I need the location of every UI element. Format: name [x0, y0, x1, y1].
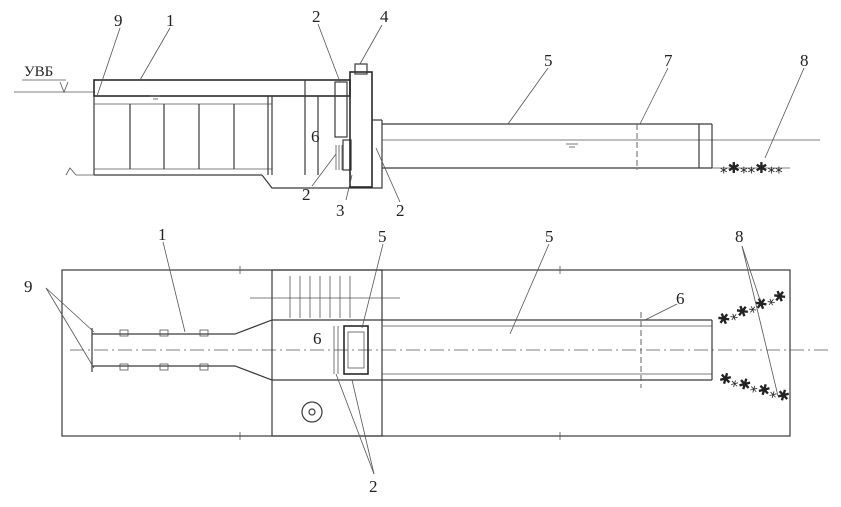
- callout-8: 8: [735, 227, 744, 246]
- gate-chamber-5: [343, 325, 369, 375]
- callout-9: 9: [114, 11, 123, 30]
- callout-1: 1: [166, 11, 175, 30]
- callout-2: 2: [396, 201, 405, 220]
- channel-piers: [119, 329, 209, 371]
- intake-deck: [93, 79, 351, 97]
- grate-6: [335, 145, 343, 170]
- callout-6: 6: [311, 127, 320, 146]
- callout-3: 3: [336, 201, 345, 220]
- callout-2: 2: [302, 185, 311, 204]
- grate-plan-6: [333, 326, 339, 374]
- callout-5: 5: [544, 51, 553, 70]
- gate-slot: [334, 81, 348, 138]
- water-level-arrow-icon: [59, 81, 69, 94]
- callout-2: 2: [312, 7, 321, 26]
- callout-1: 1: [158, 225, 167, 244]
- callout-5: 5: [545, 227, 554, 246]
- plan-outline: [61, 269, 791, 437]
- callout-8: 8: [800, 51, 809, 70]
- riprap-lower-icon: ✱⁎✱⁎✱⁎✱: [717, 369, 792, 406]
- side-view: УВБ: [14, 7, 820, 220]
- callout-5: 5: [378, 227, 387, 246]
- callout-4: 4: [380, 7, 389, 26]
- gate-guides-plan: [289, 276, 351, 318]
- gate-hoist-4: [354, 63, 368, 75]
- channel-bottom-wall: [92, 365, 382, 381]
- intake-bottom-step: [261, 174, 383, 189]
- callout-7: 7: [664, 51, 673, 70]
- callout-6: 6: [313, 329, 322, 348]
- riprap-8-icon: ⁎✱⁎⁎✱⁎⁎: [720, 159, 783, 177]
- riprap-upper-icon: ✱⁎✱⁎✱⁎✱: [715, 286, 789, 330]
- callout-9: 9: [24, 277, 33, 296]
- intake-piers: [129, 96, 273, 175]
- channel-top-wall: [92, 319, 382, 335]
- ground-upstream: [65, 167, 94, 176]
- gate-hoist-frame: [349, 71, 373, 188]
- gate-structure-plan: [271, 269, 383, 437]
- outline-ticks: [239, 266, 561, 440]
- plan-view: ✱⁎✱⁎✱⁎✱ ✱⁎✱⁎✱⁎✱ 1 9 5 5 6 8 6 2: [24, 225, 830, 496]
- water-level-label: УВБ: [24, 64, 53, 80]
- gate-leaf: [342, 139, 352, 171]
- shaft-circle: [301, 401, 323, 423]
- callout-2: 2: [369, 477, 378, 496]
- callout-6: 6: [676, 289, 685, 308]
